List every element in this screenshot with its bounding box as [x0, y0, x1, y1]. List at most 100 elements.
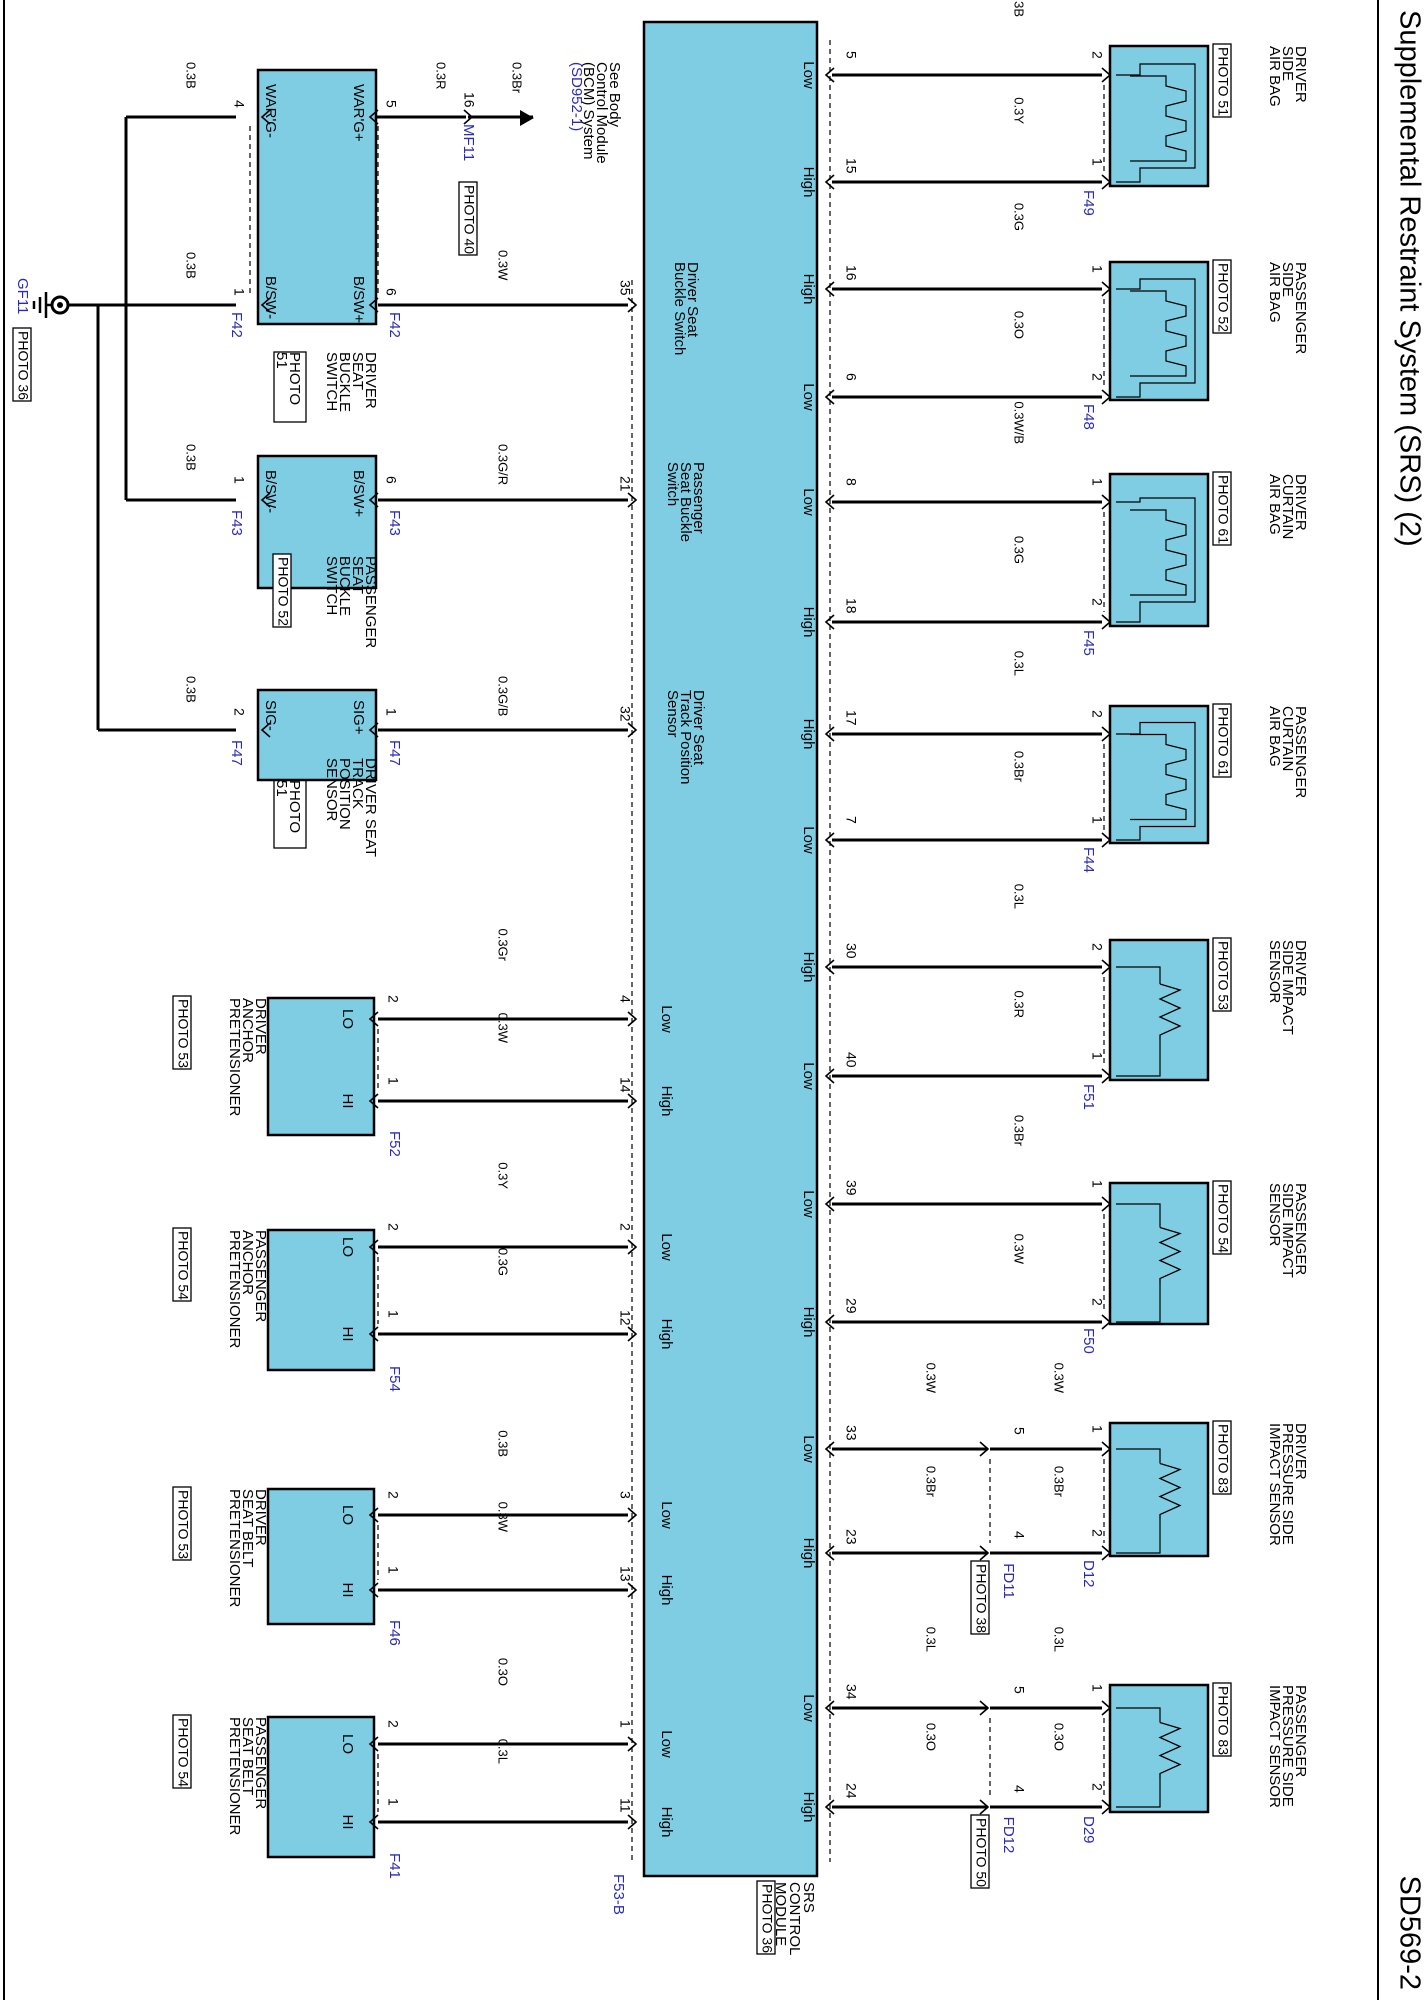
- wire-gauge-7-1: 0.3O: [1052, 1723, 1067, 1751]
- buckle-pin-bsw-plus: B/SW+: [350, 276, 367, 323]
- component-chevron-5-0: [1101, 1196, 1112, 1212]
- right-component-label-7-line: IMPACT SENSOR: [1266, 1685, 1283, 1808]
- left-component-photo-2-text: PHOTO 53: [175, 1490, 191, 1559]
- module-chevron-left-1-1: [627, 1326, 638, 1342]
- module-left-pin-number-1-0: 2: [617, 1223, 633, 1231]
- left-component-label-0-line: ANCHOR: [239, 998, 256, 1063]
- module-pin-level-3-1: Low: [800, 826, 817, 854]
- component-chevron-3-0: [1101, 726, 1112, 742]
- track-pin-num-minus: 2: [231, 708, 247, 716]
- bcm-inline-photo: PHOTO 40: [458, 181, 478, 256]
- inline-pin-number-7-1: 4: [1011, 1785, 1027, 1793]
- left-component-pin-name-3-0: LO: [339, 1734, 356, 1754]
- left-component-label-2-line: SEAT BELT: [239, 1489, 256, 1567]
- module-label-track-line: Sensor: [664, 690, 681, 738]
- left-component-pin-name-3-1: HI: [339, 1815, 356, 1830]
- buckle-driver-photo-line: PHOTO: [286, 352, 303, 405]
- right-component-photo-5-box: [1212, 1180, 1232, 1255]
- wire-gauge-buckle-ground-1: 0.3B: [184, 62, 199, 89]
- left-component-photo-3-text: PHOTO 54: [175, 1718, 191, 1787]
- component-pin-number-6-0: 1: [1089, 1425, 1105, 1433]
- bcm-wire-gauge-bottom: 0.3R: [434, 62, 449, 89]
- airbag-squib-symbol-2: [1130, 509, 1187, 596]
- left-wire-gauge-3-1: 0.3L: [496, 1739, 511, 1764]
- track-sensor-label-line: SENSOR: [323, 758, 340, 822]
- right-component-label-0-line: AIR BAG: [1266, 46, 1283, 107]
- left-component-photo-2-box: [172, 1486, 192, 1561]
- right-component-photo-3: PHOTO 61: [1212, 703, 1232, 778]
- module-pin-number-0-0: 5: [843, 51, 859, 59]
- module-chevron-right-6-1: [824, 1545, 835, 1561]
- left-component-connector-0: F52: [386, 1131, 403, 1157]
- airbag-outline-1: [1116, 278, 1196, 398]
- module-chevron-right-0-0: [824, 67, 835, 83]
- module-chevron-pass-buckle: [627, 492, 638, 508]
- left-component-pin-number-3-1: 1: [385, 1798, 401, 1806]
- component-chevron-4-0: [1101, 959, 1112, 975]
- right-component-photo-7: PHOTO 83: [1212, 1682, 1232, 1757]
- component-pin-number-4-1: 1: [1089, 1052, 1105, 1060]
- sensor-leads-4: [1116, 966, 1161, 1077]
- module-chevron-left-3-0: [627, 1736, 638, 1752]
- right-component-label-7-line: PRESSURE SIDE: [1279, 1685, 1296, 1807]
- module-chevron-driver-buckle: [627, 297, 638, 313]
- module-pin-number-1-1: 6: [843, 373, 859, 381]
- buckle-pin-num-bsw-plus: 6: [383, 288, 399, 296]
- module-left-pin-level-1-0: Low: [658, 1233, 675, 1261]
- component-chevron-7-0: [1101, 1700, 1112, 1716]
- module-chevron-left-2-0: [627, 1507, 638, 1523]
- left-component-photo-1-box: [172, 1227, 192, 1302]
- module-left-pin-level-0-0: Low: [658, 1005, 675, 1033]
- buckle-chevron-war-minus: [260, 109, 271, 125]
- wire-gauge-buckle-ground-2: 0.3B: [184, 252, 199, 279]
- left-component-pin-number-1-0: 2: [385, 1223, 401, 1231]
- left-component-pin-number-3-0: 2: [385, 1720, 401, 1728]
- inline-chevron-6-0: [979, 1441, 990, 1457]
- left-component-photo-0-text: PHOTO 53: [175, 999, 191, 1068]
- left-component-2: [266, 1487, 376, 1626]
- right-component-label-1-line: PASSENGER: [1292, 262, 1309, 354]
- module-chevron-left-1-0: [627, 1239, 638, 1255]
- right-component-label-0-line: DRIVER: [1292, 46, 1309, 103]
- wire-gauge-1-0: 0.3G: [1012, 203, 1027, 231]
- pass-buckle-photo: PHOTO 52: [272, 553, 292, 628]
- track-sensor-photo-line: 51: [273, 780, 290, 797]
- module-left-pin-number-2-1: 13: [617, 1566, 633, 1582]
- ground-name: GF11: [14, 278, 31, 314]
- left-component-pin-number-0-0: 2: [385, 995, 401, 1003]
- srs-module-photo-text: PHOTO 36: [759, 1884, 775, 1953]
- right-component-photo-2: PHOTO 61: [1212, 471, 1232, 546]
- component-pin-number-4-0: 2: [1089, 943, 1105, 951]
- module-left-pin-level-0-1: High: [658, 1086, 675, 1117]
- right-component-label-5-line: SIDE IMPACT: [1279, 1183, 1296, 1278]
- right-component-photo-3-box: [1212, 703, 1232, 778]
- right-component-photo-1-box: [1212, 259, 1232, 334]
- left-component-chevron-3-0: [368, 1736, 379, 1752]
- component-pin-number-1-0: 1: [1089, 265, 1105, 273]
- module-pin-number-7-1: 24: [843, 1783, 859, 1799]
- track-sensor-photo-box: [273, 779, 307, 849]
- wire-gauge-0-0: 0.3B: [1012, 0, 1027, 17]
- right-component-label-4-line: SENSOR: [1266, 940, 1283, 1004]
- right-component-photo-1: PHOTO 52: [1212, 259, 1232, 334]
- track-chevron-plus: [368, 722, 379, 738]
- wire-gauge-module-7-1: 0.3O: [924, 1723, 939, 1751]
- wire-gauge-1-1: 0.3O: [1012, 311, 1027, 339]
- right-component-photo-0-text: PHOTO 51: [1215, 47, 1231, 116]
- wire-gauge-0-1: 0.3Y: [1012, 97, 1027, 124]
- pass-buckle-photo-box: [272, 553, 292, 628]
- sensor-resistor-symbol-6: [1158, 1462, 1182, 1520]
- module-left-pin-level-3-1: High: [658, 1807, 675, 1838]
- module-chevron-right-5-1: [824, 1314, 835, 1330]
- left-component-label-3-line: PASSENGER: [252, 1717, 269, 1809]
- module-pin-level-6-0: Low: [800, 1435, 817, 1463]
- right-component-photo-0-box: [1212, 43, 1232, 118]
- bcm-wire-gauge-top: 0.3Br: [510, 62, 525, 94]
- right-component-label-6-line: IMPACT SENSOR: [1266, 1423, 1283, 1546]
- wire-gauge-2-0: 0.3W/B: [1012, 401, 1027, 444]
